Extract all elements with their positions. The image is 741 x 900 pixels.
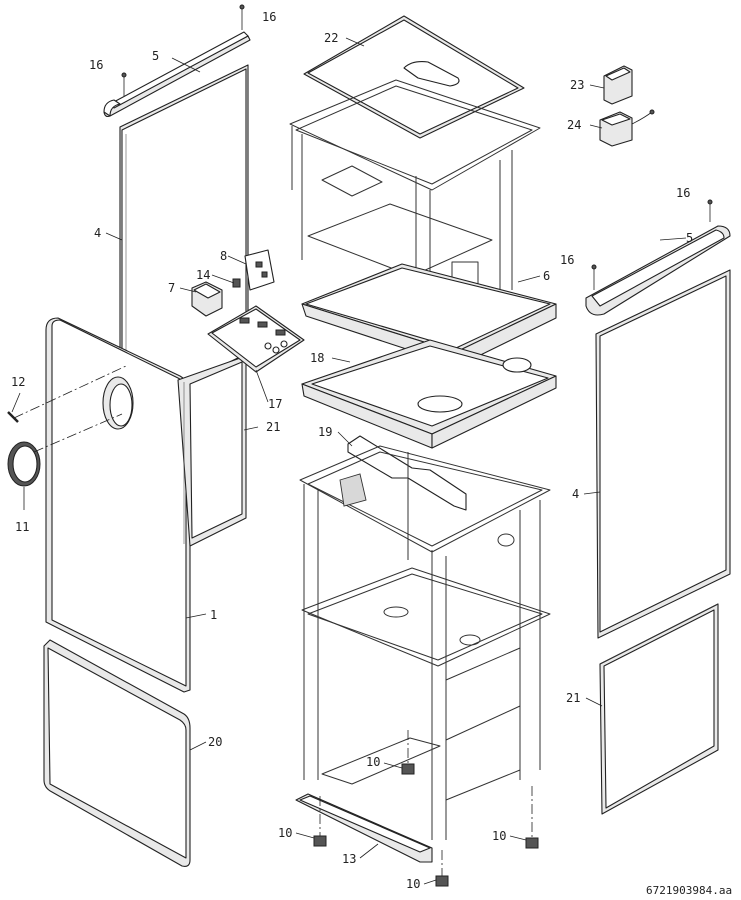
screw-16-left-top xyxy=(121,4,245,96)
module-7 xyxy=(191,281,223,317)
callout-10: 10 xyxy=(366,755,380,769)
gasket-ring xyxy=(7,441,41,487)
callout-6: 6 xyxy=(543,269,550,283)
callout-21: 21 xyxy=(566,691,580,705)
document-code: 6721903984.aa xyxy=(646,884,732,897)
leader-lines xyxy=(11,37,687,885)
callout-16: 16 xyxy=(89,58,103,72)
side-panel-left xyxy=(119,64,249,419)
callout-18: 18 xyxy=(310,351,324,365)
adjustable-foot-1 xyxy=(401,730,415,775)
bracket-19 xyxy=(347,435,467,511)
callout-16: 16 xyxy=(560,253,574,267)
callout-4: 4 xyxy=(94,226,101,240)
module-23 xyxy=(603,65,633,105)
callout-21: 21 xyxy=(266,420,280,434)
callout-14: 14 xyxy=(196,268,210,282)
callout-5: 5 xyxy=(152,49,159,63)
pcb-8 xyxy=(244,249,275,291)
base-rail xyxy=(295,793,433,863)
callout-16: 16 xyxy=(262,10,276,24)
callout-1: 1 xyxy=(210,608,217,622)
plate-18 xyxy=(301,339,557,449)
control-board-17 xyxy=(207,305,305,373)
adjustable-foot-2 xyxy=(313,796,327,847)
callout-22: 22 xyxy=(324,31,338,45)
top-cover xyxy=(303,15,525,139)
callout-16: 16 xyxy=(676,186,690,200)
callout-24: 24 xyxy=(567,118,581,132)
screw-12 xyxy=(7,411,19,423)
callout-19: 19 xyxy=(318,425,332,439)
callout-8: 8 xyxy=(220,249,227,263)
callout-10: 10 xyxy=(278,826,292,840)
assembly-axis-lower xyxy=(33,413,123,453)
upper-frame xyxy=(289,79,541,354)
callout-13: 13 xyxy=(342,852,356,866)
lower-front-panel xyxy=(43,639,191,867)
callout-17: 17 xyxy=(268,397,282,411)
main-frame xyxy=(299,445,551,840)
callout-20: 20 xyxy=(208,735,222,749)
callout-11: 11 xyxy=(15,520,29,534)
assembly-axis-upper xyxy=(13,365,127,419)
callout-5: 5 xyxy=(686,231,693,245)
callout-7: 7 xyxy=(168,281,175,295)
callout-labels: 16 5 16 4 8 14 7 12 11 17 21 1 20 22 23 … xyxy=(11,10,732,897)
component-14 xyxy=(232,278,241,288)
top-trim-right xyxy=(585,225,731,316)
service-panel-right-21 xyxy=(599,603,719,815)
adjustable-foot-3 xyxy=(525,786,539,849)
callout-10: 10 xyxy=(406,877,420,891)
service-frame-left xyxy=(177,355,247,547)
callout-12: 12 xyxy=(11,375,25,389)
module-24 xyxy=(599,109,655,147)
callout-10: 10 xyxy=(492,829,506,843)
callout-23: 23 xyxy=(570,78,584,92)
front-panel xyxy=(45,317,191,693)
top-trim-left xyxy=(103,31,251,118)
screw-16-right xyxy=(591,199,713,290)
adjustable-foot-4 xyxy=(435,850,449,887)
callout-4: 4 xyxy=(572,487,579,501)
side-panel-right xyxy=(595,269,731,639)
